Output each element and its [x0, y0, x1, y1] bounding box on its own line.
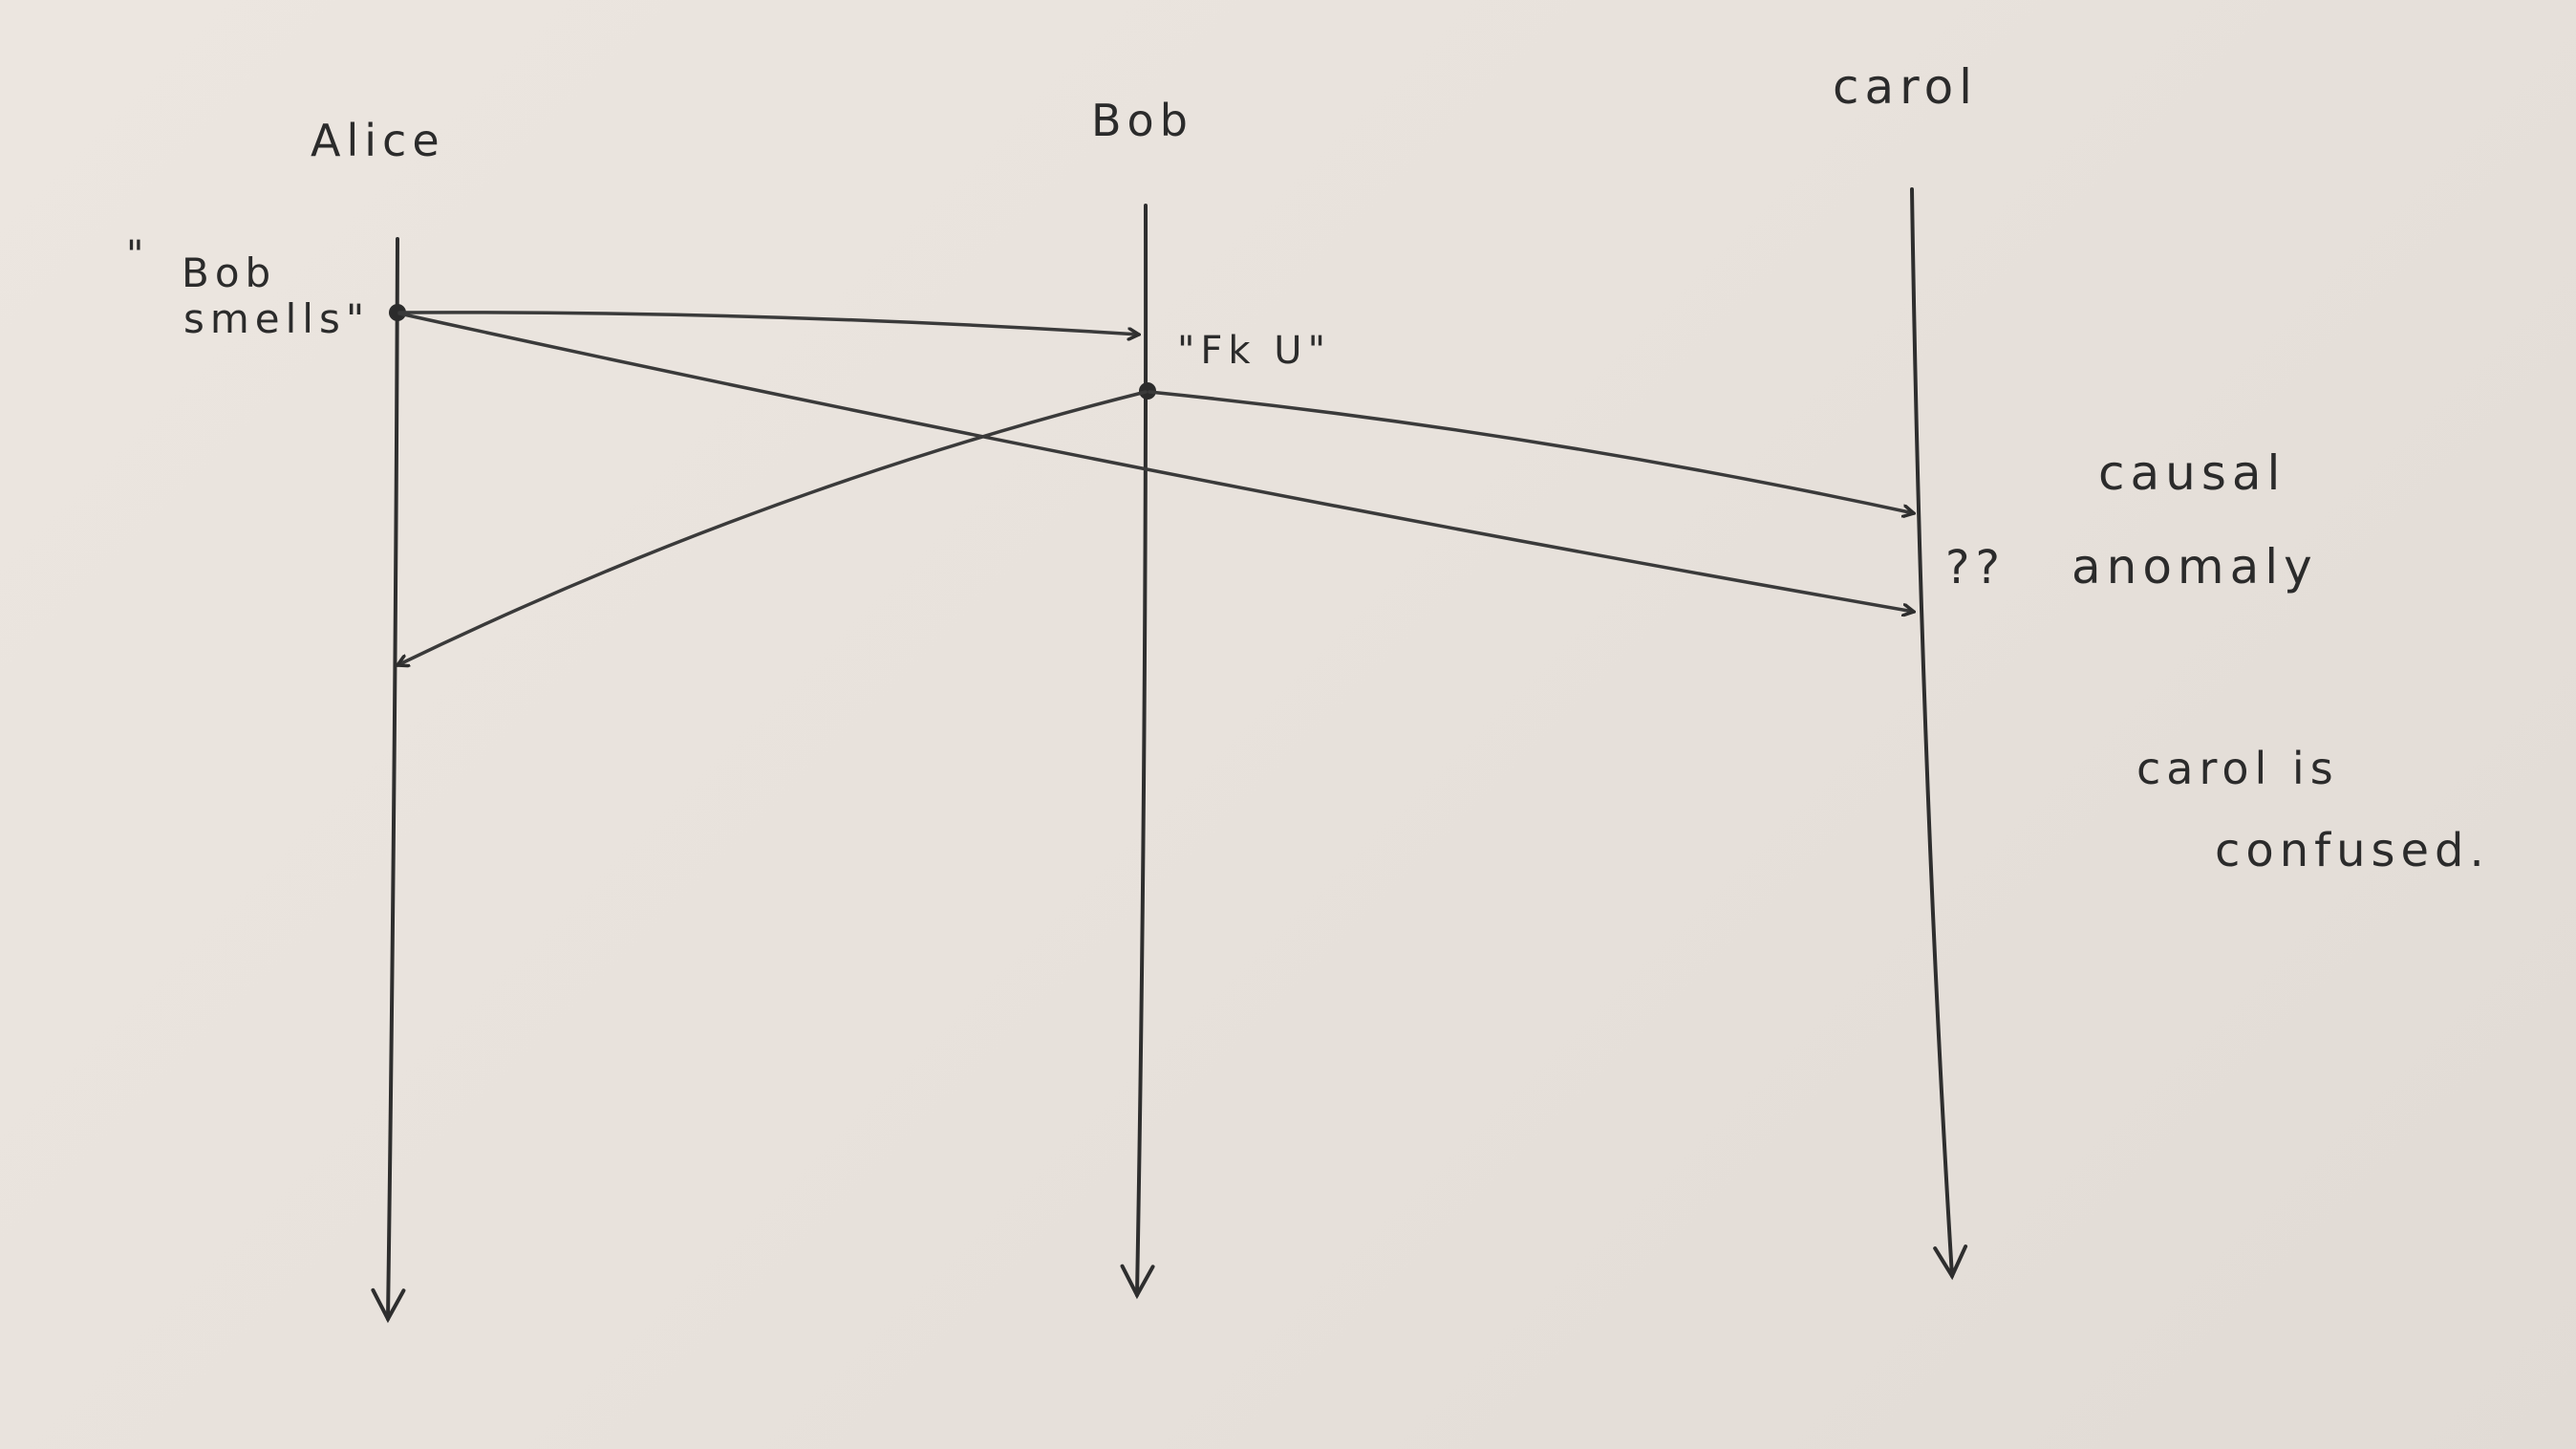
note-question-marks: ??: [1945, 541, 2006, 595]
message-alice-to-bob: [397, 311, 1139, 335]
bob-event-label: "Fk U": [1177, 329, 1331, 373]
participant-label-bob: Bob: [1091, 95, 1193, 146]
message-bob-to-carol: [1148, 390, 1914, 513]
note-confused-line2: confused.: [2215, 824, 2490, 877]
participant-label-alice: Alice: [311, 115, 445, 166]
alice-event-line1: Bob: [182, 249, 276, 296]
lifeline-bob: [1120, 204, 1155, 1300]
note-confused-line1: carol is: [2136, 743, 2339, 794]
message-bob-to-alice: [397, 390, 1148, 665]
participant-label-carol: carol: [1833, 59, 1978, 115]
note-causal-line1: causal: [2098, 445, 2286, 501]
lifeline-alice: [371, 237, 406, 1324]
event-dot-alice-send: [389, 304, 406, 321]
note-causal-line2: anomaly: [2072, 539, 2318, 595]
alice-event-quote-open: ": [126, 233, 149, 277]
lifeline-carol: [1910, 187, 1968, 1281]
alice-event-line2: smells": [183, 295, 370, 342]
event-dot-bob-send: [1139, 382, 1156, 400]
message-alice-to-carol: [397, 312, 1914, 612]
